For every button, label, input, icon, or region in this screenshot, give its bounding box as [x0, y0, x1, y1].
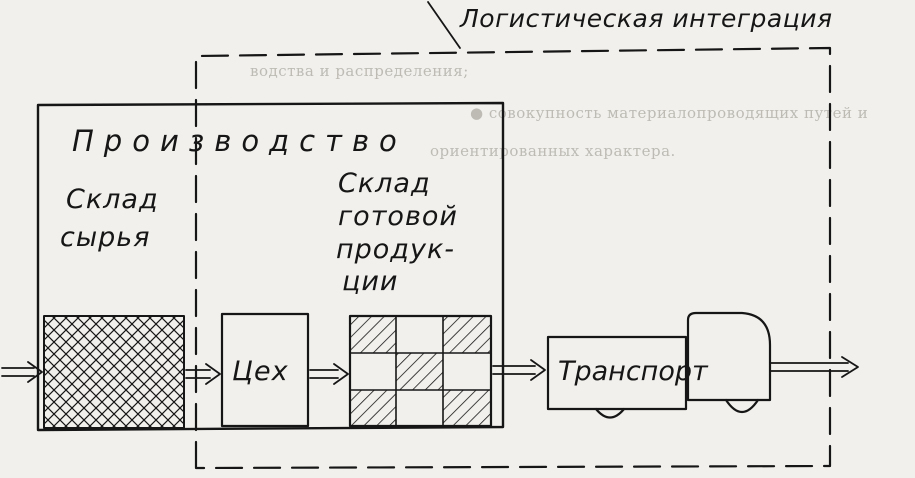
workshop-label: Цех: [232, 356, 289, 387]
workshop-block: [220, 312, 310, 428]
transport-label: Транспорт: [558, 356, 708, 387]
flow-arrow-input: [1, 361, 43, 383]
flow-arrow-output: [769, 356, 859, 378]
flow-arrow-raw-to-workshop: [185, 363, 221, 385]
integration-label-pointer: [427, 1, 461, 49]
finished-warehouse-label-line-1: Склад: [338, 168, 431, 199]
flow-arrow-warehouse-to-transport: [492, 359, 546, 381]
raw-warehouse-label-line-2: сырья: [60, 222, 151, 253]
integration-label: Логистическая интеграция: [460, 4, 833, 33]
finished-warehouse-label-line-4: ции: [342, 266, 399, 297]
raw-warehouse-label-line-1: Склад: [66, 184, 159, 215]
finished-warehouse-label-line-2: готовой: [338, 201, 458, 232]
truck-icon: [546, 311, 772, 419]
flow-arrow-workshop-to-warehouse: [309, 363, 349, 385]
production-box: [36, 101, 505, 432]
integration-frame: [194, 46, 832, 470]
production-title: Производство: [72, 124, 407, 158]
raw-warehouse-block: [43, 315, 185, 429]
finished-warehouse-label-line-3: продук-: [336, 234, 456, 265]
bleed-through-line-2: водства и распределения;: [250, 62, 469, 80]
finished-warehouse-block: [348, 314, 493, 428]
bleed-through-line-4: ориентированных характера.: [430, 142, 676, 160]
bleed-through-line-3: ● совокупность материалопроводящих путей…: [470, 104, 869, 122]
